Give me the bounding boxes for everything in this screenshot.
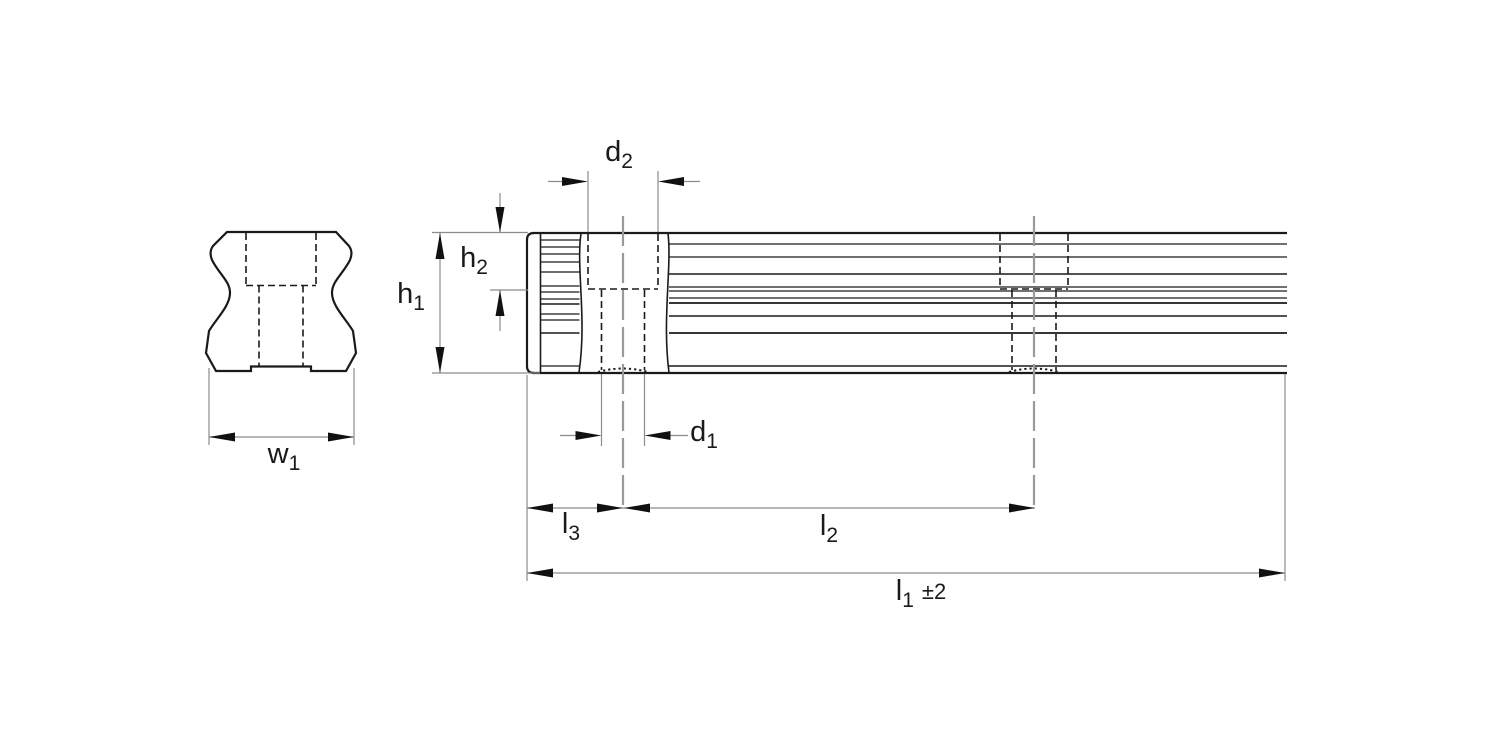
- dim-letter: h: [460, 242, 477, 274]
- dim-label-w1: w1: [267, 438, 301, 475]
- dim-label-l3: l3: [561, 508, 581, 545]
- dimension-d2: [548, 171, 700, 232]
- l2-arrowhead-right: [1009, 503, 1035, 513]
- w1-arrowhead-left: [209, 432, 235, 442]
- dim-label-d2: d2: [605, 136, 633, 173]
- dim-letter: l: [561, 508, 569, 540]
- l1-extension-lines: [526, 374, 1286, 581]
- dimension-l3: [527, 503, 623, 513]
- l3-arrowhead-left: [527, 503, 553, 513]
- dim-letter: l: [819, 510, 827, 542]
- mounting-hole-1: [587, 234, 659, 373]
- hole2-counterbore-hidden-lines: [999, 234, 1069, 290]
- dim-subscript: 1: [902, 589, 914, 612]
- l2-arrowhead-left: [624, 503, 650, 513]
- dimension-h1-h2: [432, 193, 540, 374]
- through-hole-hidden-lines: [258, 285, 304, 367]
- rail-end-profile-lines: [541, 239, 580, 367]
- d2-arrowhead-left: [562, 177, 588, 186]
- d2-extension-lines: [587, 171, 659, 232]
- rail-left-end: [525, 231, 535, 375]
- dim-label-h1: h1: [397, 278, 425, 315]
- l1-arrowhead-left: [527, 568, 553, 578]
- dim-subscript: 2: [476, 256, 488, 279]
- dimension-w1: [208, 368, 355, 445]
- dim-subscript: 1: [288, 452, 301, 475]
- d1-arrowhead-left: [575, 431, 602, 440]
- dim-subscript: 1: [413, 292, 425, 315]
- dim-letter: d: [605, 136, 622, 168]
- dim-subscript: 3: [568, 522, 581, 545]
- mounting-hole-2: [999, 234, 1069, 373]
- d1-extension-lines: [600, 374, 646, 446]
- dimension-l1: [526, 374, 1286, 581]
- hole1-counterbore-hidden-lines: [587, 234, 659, 290]
- d1-arrowhead-right: [644, 431, 671, 440]
- rail-body-profile-lines: [669, 243, 1287, 367]
- dimension-d1: [560, 374, 688, 446]
- counterbore-hidden-lines: [245, 233, 317, 287]
- side-view: [525, 216, 1287, 512]
- h1-arrowhead-bottom: [435, 347, 445, 373]
- dim-label-l1: l1 ±2: [895, 575, 947, 612]
- dim-tolerance: ±2: [921, 579, 947, 604]
- dim-label-h2: h2: [460, 242, 488, 279]
- dim-letter: h: [397, 278, 414, 310]
- dim-subscript: 2: [621, 150, 633, 173]
- l1-arrowhead-right: [1259, 568, 1285, 578]
- break-line-left: [578, 233, 583, 373]
- break-line-right: [665, 233, 670, 373]
- dim-label-l2: l2: [819, 510, 839, 547]
- cross-section-view: [204, 230, 358, 445]
- h2-arrowhead-bottom: [495, 290, 505, 316]
- w1-extension-lines: [208, 368, 355, 445]
- h1-arrowhead-top: [435, 233, 445, 259]
- hole2-through-hidden-lines: [1011, 290, 1057, 370]
- d2-arrowhead-right: [658, 177, 684, 186]
- dim-subscript: 1: [706, 430, 718, 453]
- l3-arrowhead-right: [597, 503, 623, 513]
- dim-letter: d: [690, 416, 707, 448]
- dim-label-d1: d1: [690, 416, 718, 453]
- dim-subscript: 2: [826, 524, 839, 547]
- dimension-l2: [623, 503, 1035, 513]
- hole1-through-hidden-lines: [600, 290, 646, 370]
- height-extension-lines: [432, 231, 540, 374]
- w1-arrowhead-right: [328, 432, 354, 442]
- dim-letter: l: [895, 575, 903, 607]
- h2-arrowhead-top: [495, 207, 505, 233]
- dim-letter: w: [267, 438, 289, 470]
- cross-section-outline: [204, 230, 358, 373]
